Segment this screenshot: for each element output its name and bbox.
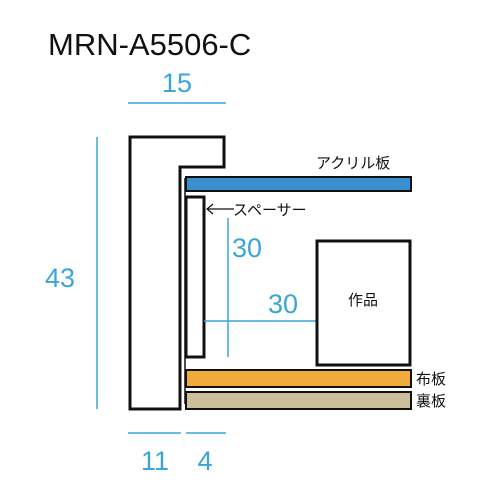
artwork-offset-value: 30 bbox=[268, 289, 298, 319]
spacer-height-dimension: 30 bbox=[227, 218, 262, 357]
artwork-label: 作品 bbox=[348, 291, 378, 309]
title: MRN-A5506-C bbox=[48, 27, 251, 62]
height-dimension: 43 bbox=[45, 137, 98, 409]
spacer-pointer bbox=[206, 203, 234, 215]
bottom-left-value: 11 bbox=[141, 446, 169, 476]
artwork bbox=[315, 239, 412, 367]
arrow-left-icon bbox=[206, 203, 214, 215]
top-width-dimension: 15 bbox=[128, 68, 226, 104]
spacer bbox=[184, 195, 206, 359]
cloth-board-label: 布板 bbox=[416, 370, 446, 388]
back-board-label: 裏板 bbox=[416, 392, 446, 410]
bottom-right-value: 4 bbox=[197, 446, 212, 476]
cloth-board bbox=[185, 369, 412, 388]
spacer-height-value: 30 bbox=[232, 233, 262, 263]
back-board bbox=[185, 391, 412, 410]
top-width-value: 15 bbox=[162, 68, 192, 98]
spacer-label: スペーサー bbox=[233, 201, 307, 219]
bottom-left-dimension: 11 bbox=[128, 432, 181, 476]
acrylic-label: アクリル板 bbox=[316, 154, 390, 172]
artwork-offset-dimension: 30 bbox=[204, 289, 316, 322]
height-value: 43 bbox=[45, 263, 75, 293]
frame-moulding bbox=[128, 135, 226, 411]
acrylic-board bbox=[185, 176, 412, 192]
bottom-right-dimension: 4 bbox=[186, 432, 226, 476]
